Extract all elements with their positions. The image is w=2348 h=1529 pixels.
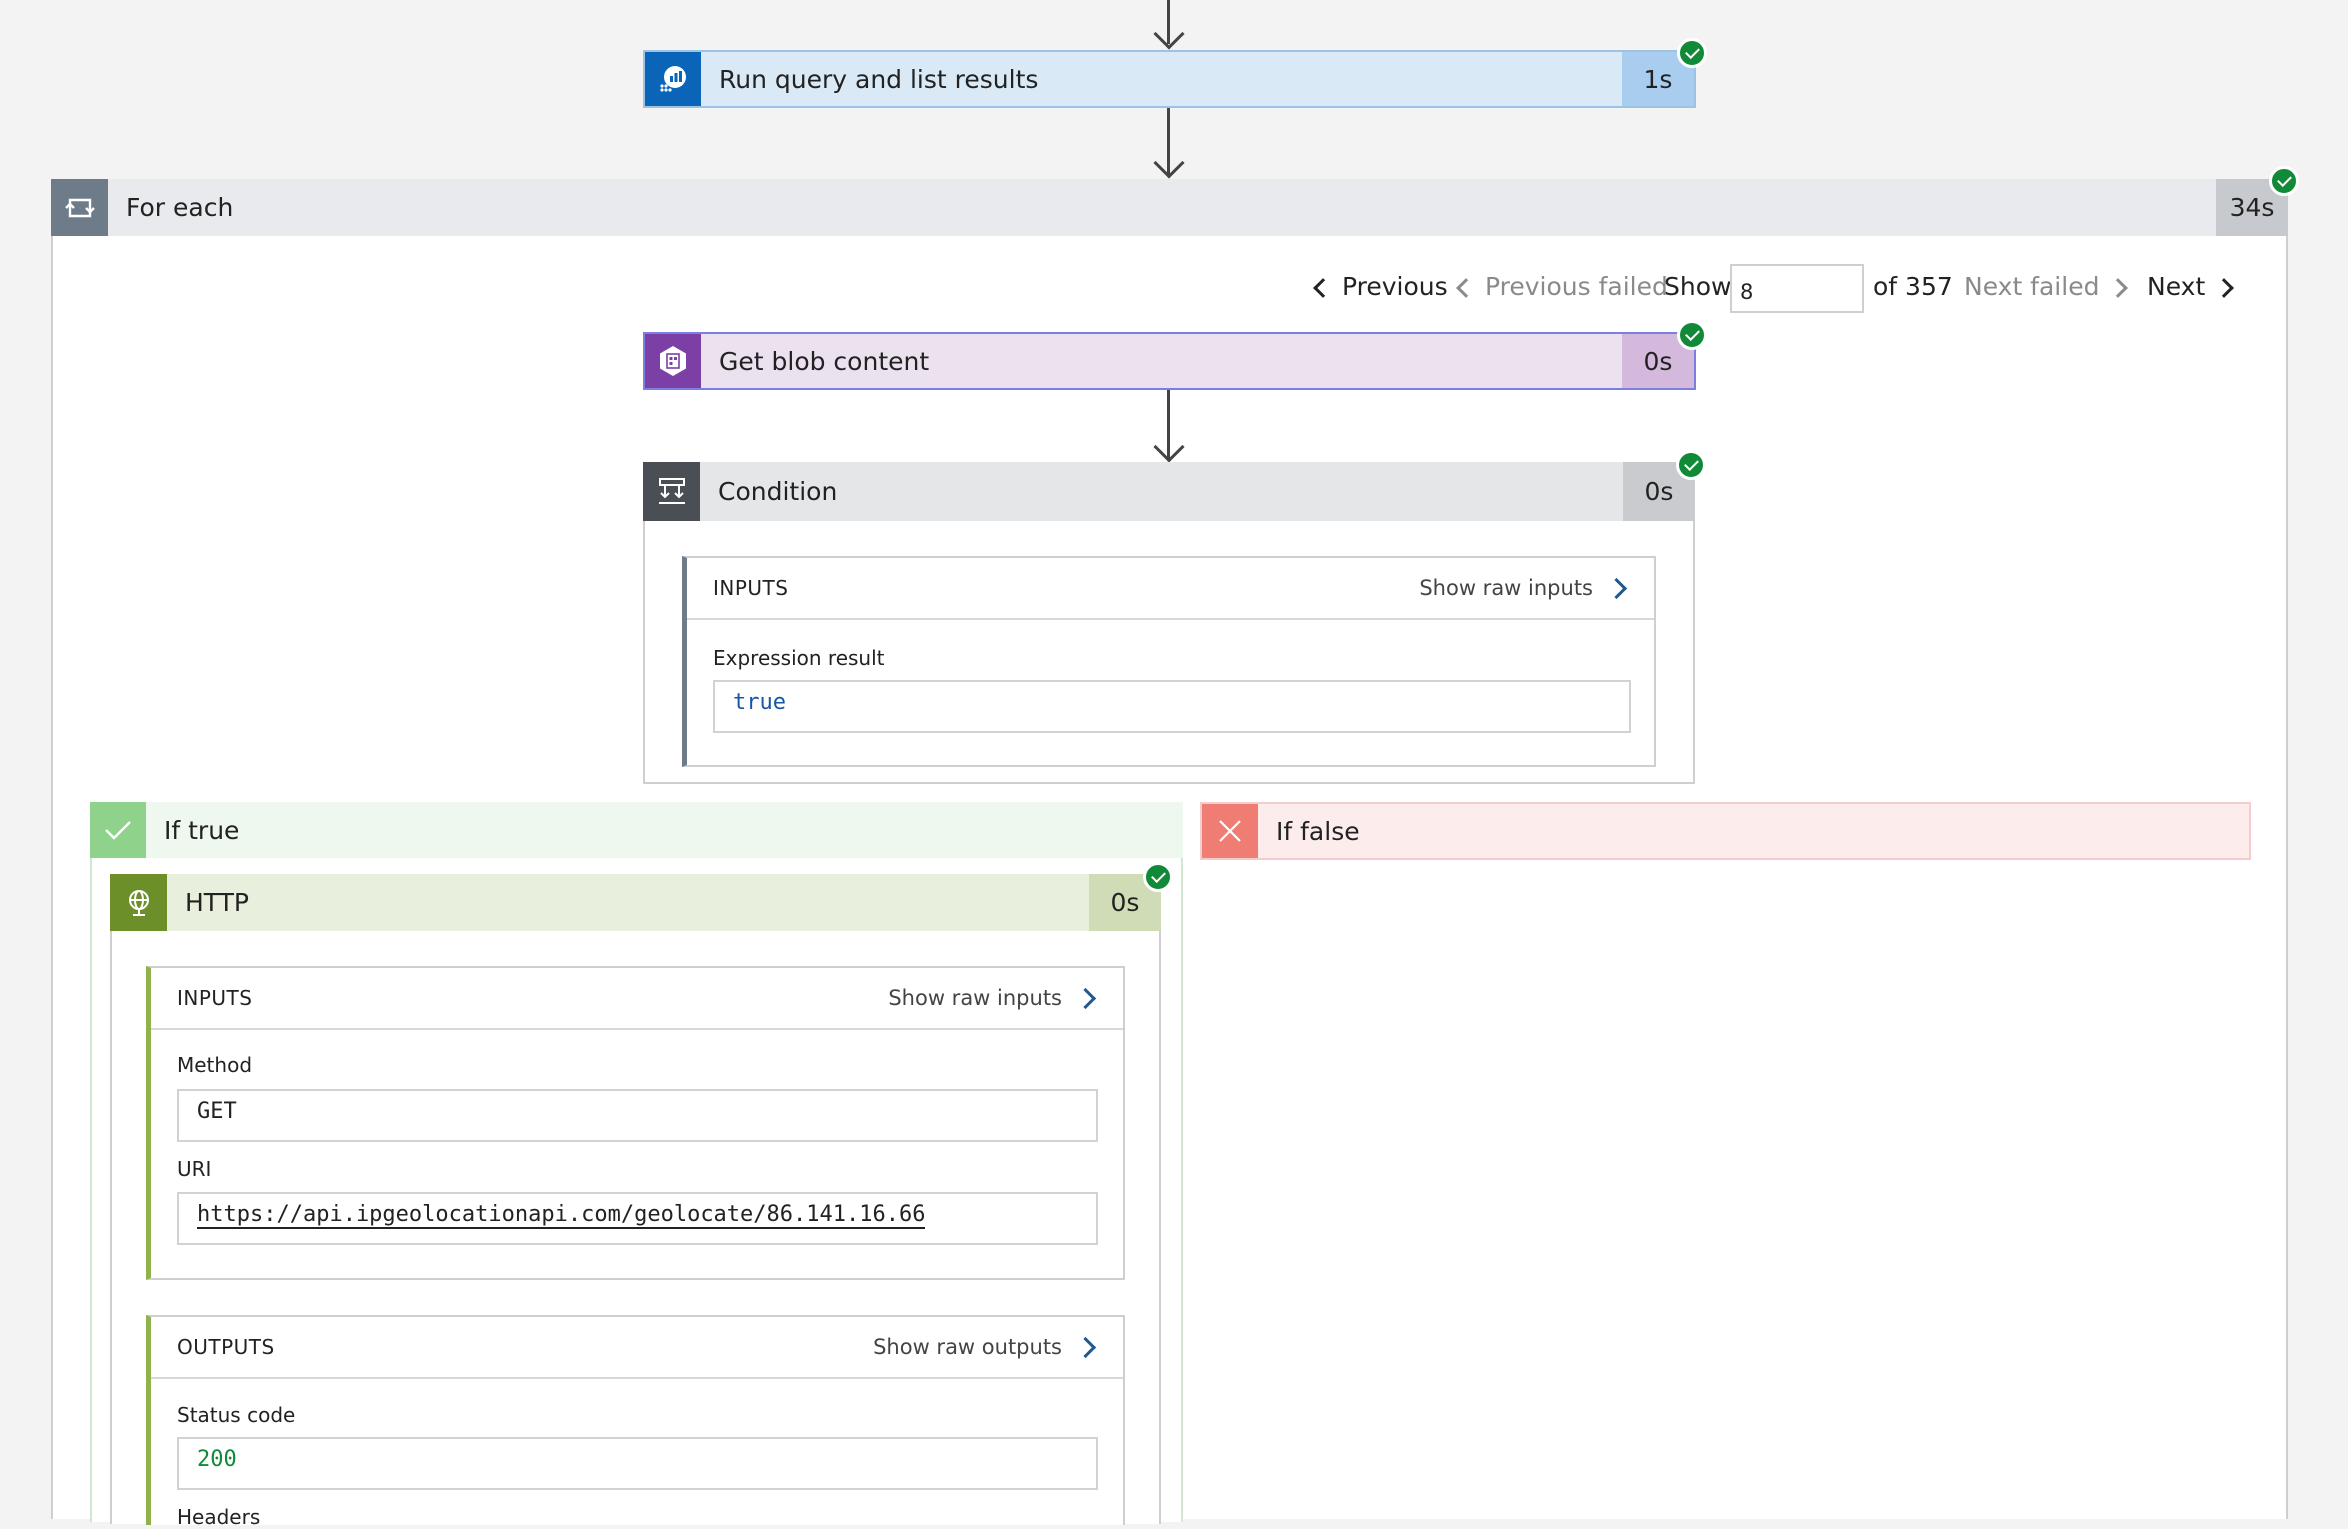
success-check-icon [2269,166,2299,196]
step-duration: 34s [2216,179,2288,236]
step-title: For each [126,193,234,222]
branch-title: If true [164,815,240,845]
previous-failed-label: Previous failed [1485,272,1668,301]
checkmark-icon [90,802,146,858]
chevron-right-icon [2214,278,2235,298]
uri-value: https://api.ipgeolocationapi.com/geoloca… [177,1192,1098,1245]
success-check-icon [1143,862,1173,892]
if-true-header[interactable]: If true [90,802,1183,858]
show-raw-inputs-link[interactable]: Show raw inputs [1419,576,1628,600]
success-check-icon [1677,320,1707,350]
step-http[interactable]: HTTP 0s [110,874,1161,931]
previous-label: Previous [1342,272,1448,301]
connector-line [1167,108,1170,176]
uri-link[interactable]: https://api.ipgeolocationapi.com/geoloca… [197,1202,926,1229]
connector-arrow [1153,18,1185,50]
step-title: HTTP [185,888,249,917]
expression-result-value: true [713,680,1631,733]
success-check-icon [1676,450,1706,480]
step-condition[interactable]: Condition 0s [643,462,1695,521]
monitor-logs-icon [645,52,701,106]
blob-storage-icon [645,334,701,388]
step-get-blob-content[interactable]: Get blob content 0s [643,332,1696,390]
next-failed-label: Next failed [1964,272,2100,301]
show-raw-outputs-label: Show raw outputs [873,1335,1062,1359]
step-for-each[interactable]: For each 34s [51,179,2288,236]
chevron-right-icon [2108,278,2129,298]
step-run-query[interactable]: Run query and list results 1s [643,50,1696,108]
next-failed-button[interactable]: Next failed [1964,272,2129,301]
chevron-right-icon [1605,577,1628,599]
chevron-left-icon [1313,278,1333,298]
close-icon [1202,804,1258,858]
step-title: Get blob content [719,346,930,376]
branch-title: If false [1276,816,1360,846]
globe-icon [110,874,167,931]
show-raw-inputs-link[interactable]: Show raw inputs [888,986,1097,1010]
outputs-header: OUTPUTS Show raw outputs [151,1317,1123,1379]
step-title: Condition [718,477,838,506]
status-code-value: 200 [177,1437,1098,1490]
connector-arrow [1153,147,1185,179]
http-outputs-panel: OUTPUTS Show raw outputs Status code 200… [146,1315,1125,1529]
headers-label: Headers [177,1505,261,1529]
condition-icon [643,462,700,521]
previous-failed-button[interactable]: Previous failed [1456,272,1668,301]
success-check-icon [1677,38,1707,68]
uri-label: URI [177,1157,212,1181]
chevron-right-icon [1074,987,1097,1009]
loop-icon [51,179,108,236]
status-code-label: Status code [177,1403,296,1427]
inputs-title: INPUTS [713,576,789,600]
chevron-right-icon [1074,1336,1097,1358]
inputs-header: INPUTS Show raw inputs [151,968,1123,1030]
chevron-left-icon [1456,278,1476,298]
of-total-label: of 357 [1873,272,1953,301]
if-false-header[interactable]: If false [1200,802,2251,860]
step-title: Run query and list results [719,64,1039,94]
show-raw-inputs-label: Show raw inputs [1419,576,1593,600]
condition-inputs-panel: INPUTS Show raw inputs Expression result… [682,556,1656,767]
show-raw-inputs-label: Show raw inputs [888,986,1062,1010]
connector-line [1167,390,1170,460]
http-inputs-panel: INPUTS Show raw inputs Method GET URI ht… [146,966,1125,1280]
iteration-value: 8 [1740,280,1754,304]
show-raw-outputs-link[interactable]: Show raw outputs [873,1335,1097,1359]
expression-result-label: Expression result [713,646,885,670]
method-value: GET [177,1089,1098,1142]
previous-button[interactable]: Previous [1313,272,1448,301]
inputs-header: INPUTS Show raw inputs [687,558,1654,620]
next-label: Next [2147,272,2206,301]
inputs-title: INPUTS [177,986,253,1010]
outputs-title: OUTPUTS [177,1335,275,1359]
method-label: Method [177,1053,253,1077]
next-button[interactable]: Next [2147,272,2235,301]
show-label: Show [1664,272,1732,301]
iteration-input[interactable]: 8 [1730,264,1864,313]
connector-line [1167,0,1170,44]
